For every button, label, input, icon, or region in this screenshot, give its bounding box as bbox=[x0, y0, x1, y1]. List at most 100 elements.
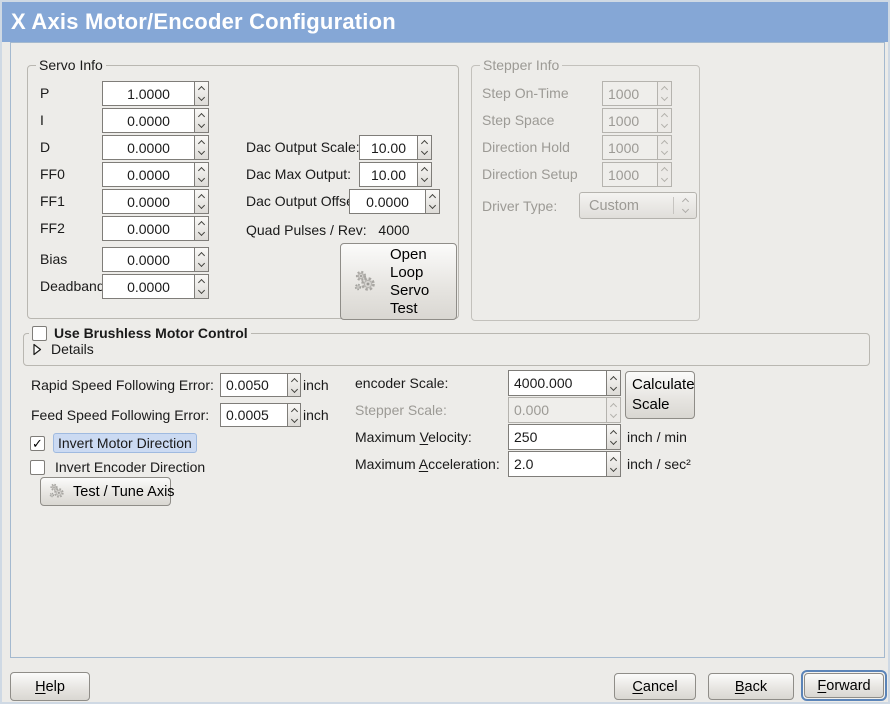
chevron-down-icon[interactable] bbox=[197, 201, 206, 210]
chevron-down-icon[interactable] bbox=[197, 147, 206, 156]
dac-max-output-spin-buttons[interactable] bbox=[417, 162, 432, 187]
rapid-error-spinbox[interactable]: 0.0050 bbox=[220, 373, 301, 397]
chevron-up-icon[interactable] bbox=[428, 193, 437, 202]
chevron-down-icon[interactable] bbox=[197, 286, 206, 295]
i-spin-buttons[interactable] bbox=[194, 108, 209, 133]
bias-spin-buttons[interactable] bbox=[194, 247, 209, 272]
open-loop-servo-test-button[interactable]: Open Loop Servo Test bbox=[340, 243, 457, 320]
max-acceleration-spinbox[interactable]: 2.0 bbox=[508, 451, 621, 477]
invert-encoder-row[interactable]: Invert Encoder Direction bbox=[30, 459, 205, 475]
chevron-down-icon[interactable] bbox=[420, 174, 429, 183]
chevron-up-icon[interactable] bbox=[197, 193, 206, 202]
max-velocity-spinbox[interactable]: 250 bbox=[508, 424, 621, 450]
chevron-up-icon[interactable] bbox=[197, 220, 206, 229]
bias-spinbox[interactable]: 0.0000 bbox=[102, 247, 209, 272]
chevron-up-icon[interactable] bbox=[197, 166, 206, 175]
d-spinbox[interactable]: 0.0000 bbox=[102, 135, 209, 160]
chevron-down-icon[interactable] bbox=[197, 259, 206, 268]
chevron-up-icon[interactable] bbox=[420, 139, 429, 148]
deadband-input[interactable]: 0.0000 bbox=[102, 274, 194, 299]
forward-button[interactable]: Forward bbox=[804, 673, 884, 698]
i-input[interactable]: 0.0000 bbox=[102, 108, 194, 133]
ff2-input[interactable]: 0.0000 bbox=[102, 216, 194, 241]
invert-motor-row[interactable]: ✓ Invert Motor Direction bbox=[30, 433, 197, 453]
d-input[interactable]: 0.0000 bbox=[102, 135, 194, 160]
max-velocity-unit: inch / min bbox=[627, 429, 687, 445]
chevron-up-icon[interactable] bbox=[609, 429, 618, 437]
encoder-scale-spin-buttons[interactable] bbox=[606, 370, 621, 396]
p-spinbox[interactable]: 1.0000 bbox=[102, 81, 209, 106]
deadband-spinbox[interactable]: 0.0000 bbox=[102, 274, 209, 299]
max-acceleration-spin-buttons[interactable] bbox=[606, 451, 621, 477]
dac-output-scale-spinbox[interactable]: 10.00 bbox=[359, 135, 432, 160]
ff0-input[interactable]: 0.0000 bbox=[102, 162, 194, 187]
rapid-error-input[interactable]: 0.0050 bbox=[220, 373, 287, 397]
ff1-input[interactable]: 0.0000 bbox=[102, 189, 194, 214]
chevron-up-icon[interactable] bbox=[420, 166, 429, 175]
ff2-spin-buttons[interactable] bbox=[194, 216, 209, 241]
chevron-down-icon[interactable] bbox=[290, 385, 298, 393]
chevron-down-icon[interactable] bbox=[197, 228, 206, 237]
chevron-up-icon[interactable] bbox=[197, 85, 206, 94]
invert-motor-checkbox[interactable]: ✓ bbox=[30, 435, 45, 451]
chevron-down-icon[interactable] bbox=[428, 201, 437, 210]
cancel-button[interactable]: Cancel bbox=[614, 673, 696, 700]
bias-input[interactable]: 0.0000 bbox=[102, 247, 194, 272]
chevron-up-icon[interactable] bbox=[197, 112, 206, 121]
i-label: I bbox=[40, 112, 44, 128]
feed-error-spin-buttons[interactable] bbox=[287, 403, 301, 427]
encoder-scale-input[interactable]: 4000.000 bbox=[508, 370, 606, 396]
p-spin-buttons[interactable] bbox=[194, 81, 209, 106]
max-velocity-input[interactable]: 250 bbox=[508, 424, 606, 450]
chevron-down-icon[interactable] bbox=[609, 437, 618, 445]
ff1-spinbox[interactable]: 0.0000 bbox=[102, 189, 209, 214]
dac-output-offset-input[interactable]: 0.0000 bbox=[349, 189, 425, 214]
chevron-up-icon[interactable] bbox=[609, 375, 618, 383]
dac-max-output-input[interactable]: 10.00 bbox=[359, 162, 417, 187]
details-expander[interactable]: Details bbox=[32, 341, 94, 357]
max-velocity-spin-buttons[interactable] bbox=[606, 424, 621, 450]
ff2-spinbox[interactable]: 0.0000 bbox=[102, 216, 209, 241]
servo-row-deadband: Deadband bbox=[40, 274, 105, 299]
dac-output-scale-input[interactable]: 10.00 bbox=[359, 135, 417, 160]
brushless-frame: Use Brushless Motor Control Details bbox=[23, 324, 870, 366]
max-acceleration-input[interactable]: 2.0 bbox=[508, 451, 606, 477]
chevron-up-icon[interactable] bbox=[609, 456, 618, 464]
dac-output-offset-spinbox[interactable]: 0.0000 bbox=[349, 189, 440, 214]
triangle-right-icon[interactable] bbox=[32, 343, 42, 356]
chevron-up-icon[interactable] bbox=[197, 278, 206, 287]
d-spin-buttons[interactable] bbox=[194, 135, 209, 160]
ff0-spin-buttons[interactable] bbox=[194, 162, 209, 187]
ff1-spin-buttons[interactable] bbox=[194, 189, 209, 214]
encoder-scale-spinbox[interactable]: 4000.000 bbox=[508, 370, 621, 396]
test-tune-axis-button[interactable]: Test / Tune Axis bbox=[40, 477, 175, 506]
rapid-error-spin-buttons[interactable] bbox=[287, 373, 301, 397]
chevron-down-icon[interactable] bbox=[609, 464, 618, 472]
chevron-down-icon[interactable] bbox=[609, 383, 618, 391]
dac-output-scale-label: Dac Output Scale: bbox=[246, 139, 360, 155]
chevron-up-icon[interactable] bbox=[290, 377, 298, 385]
use-brushless-checkbox[interactable] bbox=[32, 325, 47, 341]
feed-error-spinbox[interactable]: 0.0005 bbox=[220, 403, 301, 427]
direction-setup-label: Direction Setup bbox=[482, 166, 578, 182]
calculate-scale-button[interactable]: Calculate Scale bbox=[625, 371, 695, 419]
chevron-down-icon[interactable] bbox=[420, 147, 429, 156]
dac-output-scale-spin-buttons[interactable] bbox=[417, 135, 432, 160]
i-spinbox[interactable]: 0.0000 bbox=[102, 108, 209, 133]
chevron-down-icon[interactable] bbox=[197, 174, 206, 183]
deadband-spin-buttons[interactable] bbox=[194, 274, 209, 299]
chevron-up-icon[interactable] bbox=[197, 139, 206, 148]
dac-max-output-spinbox[interactable]: 10.00 bbox=[359, 162, 432, 187]
chevron-down-icon[interactable] bbox=[197, 93, 206, 102]
chevron-down-icon[interactable] bbox=[290, 415, 298, 423]
dac-output-offset-spin-buttons[interactable] bbox=[425, 189, 440, 214]
p-input[interactable]: 1.0000 bbox=[102, 81, 194, 106]
feed-error-input[interactable]: 0.0005 bbox=[220, 403, 287, 427]
invert-encoder-checkbox[interactable] bbox=[30, 459, 45, 475]
help-button[interactable]: Help bbox=[10, 672, 90, 701]
back-button[interactable]: Back bbox=[708, 673, 794, 700]
ff0-spinbox[interactable]: 0.0000 bbox=[102, 162, 209, 187]
chevron-up-icon[interactable] bbox=[290, 407, 298, 415]
chevron-up-icon[interactable] bbox=[197, 251, 206, 260]
chevron-down-icon[interactable] bbox=[197, 120, 206, 129]
